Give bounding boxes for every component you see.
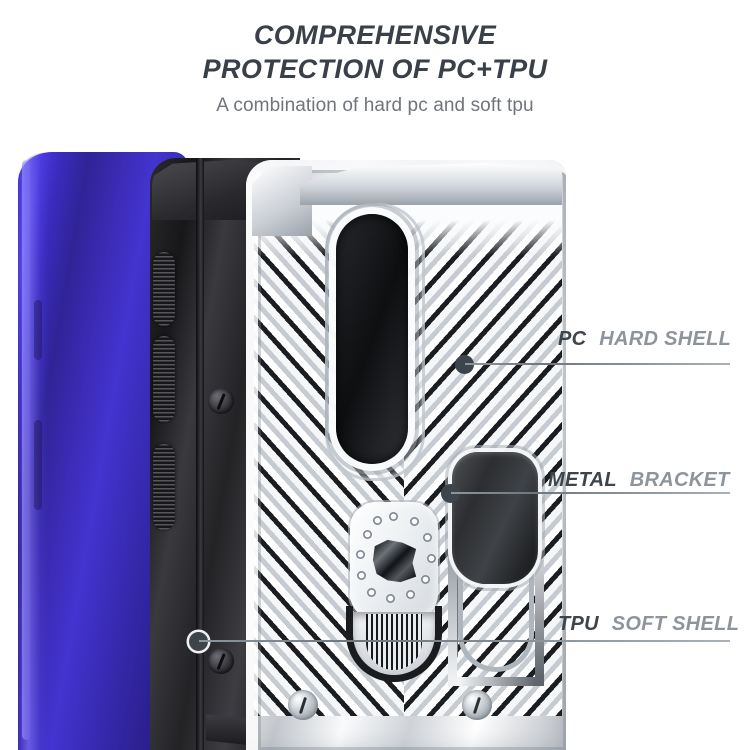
plate-hole xyxy=(367,588,376,597)
tpu-button-cover-1 xyxy=(153,252,175,326)
plate-hole xyxy=(363,530,372,539)
plate-hole xyxy=(406,590,415,599)
plate-hole xyxy=(389,512,398,521)
tpu-button-cover-2 xyxy=(153,336,175,422)
tpu-screw-lower xyxy=(208,648,234,674)
callout-label-bracket-soft: BRACKET xyxy=(629,469,730,491)
ring-slot-arc xyxy=(346,606,442,682)
callout-line-tpu xyxy=(199,640,730,642)
plate-hole xyxy=(357,571,366,580)
callout-label-tpu: TPU SOFT SHELL xyxy=(558,613,739,636)
callout-label-bracket-strong: METAL xyxy=(548,469,617,491)
title-line-2: PROTECTION OF PC+TPU xyxy=(202,54,548,84)
plate-hole xyxy=(410,517,419,526)
heading-block: COMPREHENSIVE PROTECTION OF PC+TPU A com… xyxy=(0,0,750,117)
plate-hole xyxy=(373,516,382,525)
metal-kickstand-bracket xyxy=(452,452,538,584)
title-line-1: COMPREHENSIVE xyxy=(253,20,497,50)
callout-label-tpu-soft: SOFT SHELL xyxy=(611,613,740,635)
callout-dot-bracket xyxy=(441,484,460,503)
callout-label-pc-strong: PC xyxy=(558,328,587,350)
callout-label-bracket: METAL BRACKET xyxy=(548,469,730,492)
callout-label-pc-soft: HARD SHELL xyxy=(599,328,732,350)
phone-button-lower xyxy=(34,420,42,510)
callout-dot-pc xyxy=(455,355,474,374)
callout-line-bracket xyxy=(451,492,730,494)
camera-cutout-ring xyxy=(325,203,425,481)
bracket-loop-inner xyxy=(458,560,534,672)
plate-hole xyxy=(421,575,430,584)
page-subtitle: A combination of hard pc and soft tpu xyxy=(216,95,534,116)
plate-hole xyxy=(356,550,365,559)
phone-side-edge xyxy=(22,160,31,740)
pc-screw-left xyxy=(288,690,318,720)
plate-hole xyxy=(386,594,395,603)
phone-button-upper xyxy=(34,300,42,360)
callout-label-tpu-strong: TPU xyxy=(558,613,599,635)
callout-dot-tpu xyxy=(189,632,208,651)
plate-hole xyxy=(423,533,432,542)
pc-shell-rim xyxy=(246,160,566,750)
callout-line-pc xyxy=(465,363,730,365)
tpu-button-cover-3 xyxy=(153,444,175,530)
camera-cutout xyxy=(336,214,408,464)
magnet-core xyxy=(372,539,417,583)
callout-label-pc: PC HARD SHELL xyxy=(558,328,731,351)
page-title: COMPREHENSIVE PROTECTION OF PC+TPU xyxy=(0,18,750,86)
plate-hole xyxy=(427,554,436,563)
tpu-screw-upper xyxy=(208,388,234,414)
pc-screw-right xyxy=(462,690,492,720)
tpu-pc-seam xyxy=(196,158,204,750)
